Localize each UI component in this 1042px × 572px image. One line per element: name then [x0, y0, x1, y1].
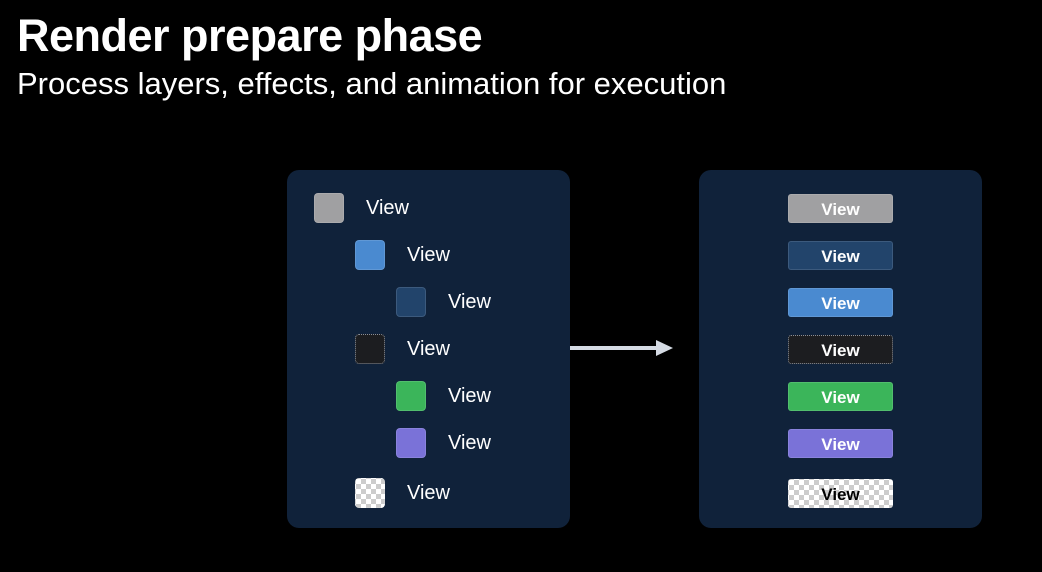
- flattened-layer: View: [788, 335, 893, 364]
- slide-title: Render prepare phase: [17, 10, 483, 61]
- view-swatch: [314, 193, 344, 223]
- view-label: View: [366, 197, 409, 219]
- arrow-shaft: [570, 346, 658, 350]
- view-swatch: [396, 428, 426, 458]
- flattened-layer: View: [788, 479, 893, 508]
- flattened-layer: View: [788, 288, 893, 317]
- slide-subtitle: Process layers, effects, and animation f…: [17, 66, 727, 101]
- flattened-layer: View: [788, 382, 893, 411]
- view-label: View: [407, 338, 450, 360]
- view-label: View: [448, 432, 491, 454]
- flattened-layer: View: [788, 194, 893, 223]
- view-swatch: [355, 240, 385, 270]
- flattened-layer: View: [788, 429, 893, 458]
- view-label: View: [407, 482, 450, 504]
- view-swatch: [396, 381, 426, 411]
- view-label: View: [448, 385, 491, 407]
- view-swatch: [396, 287, 426, 317]
- arrow-right-icon: [656, 340, 673, 356]
- view-swatch: [355, 478, 385, 508]
- flattened-layer: View: [788, 241, 893, 270]
- view-label: View: [407, 244, 450, 266]
- view-swatch: [355, 334, 385, 364]
- view-label: View: [448, 291, 491, 313]
